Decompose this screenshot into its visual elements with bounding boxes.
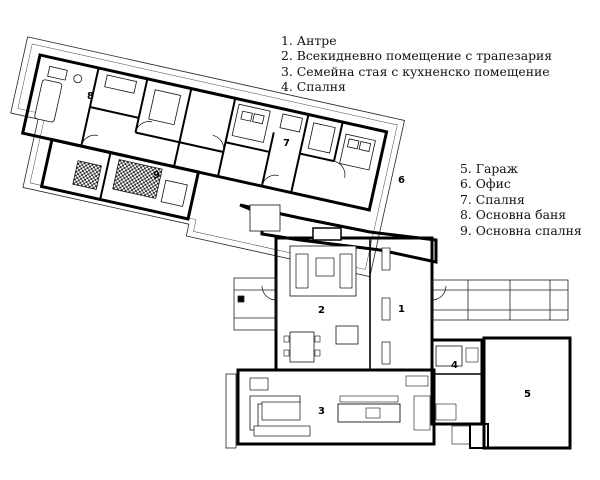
room-number-4: 4 xyxy=(451,360,458,371)
room-number-8: 8 xyxy=(87,91,94,102)
pergola-right xyxy=(431,279,569,321)
legend-right: 5. Гараж 6. Офис 7. Спалня 8. Основна ба… xyxy=(460,161,582,238)
family-wall xyxy=(236,368,436,446)
legend-top: 1. Антре 2. Всекидневно помещение с трап… xyxy=(281,33,552,95)
legend-item-4: 4. Спалня xyxy=(281,79,346,95)
living-block xyxy=(261,227,447,372)
legend-item-3: 3. Семейна стая с кухненско помещение xyxy=(281,63,550,79)
bedroom4-block xyxy=(430,338,489,449)
legend-item-5: 5. Гараж xyxy=(460,161,519,176)
legend-item-1: 1. Антре xyxy=(281,33,337,48)
master-wing-wall xyxy=(39,137,201,221)
link-corridor xyxy=(239,203,438,264)
room-number-9: 9 xyxy=(153,170,160,181)
garage xyxy=(482,336,572,450)
door-swings xyxy=(80,121,346,187)
room-number-5: 5 xyxy=(524,389,531,400)
legend-item-8: 8. Основна баня xyxy=(460,207,567,223)
legend-item-2: 2. Всекидневно помещение с трапезария xyxy=(281,48,553,64)
family-block xyxy=(225,368,436,449)
room-number-1: 1 xyxy=(398,304,405,315)
fixtures xyxy=(34,65,376,207)
north-wing xyxy=(10,36,405,278)
interior-walls xyxy=(80,67,344,200)
room-number-6: 6 xyxy=(398,175,405,186)
terrace-outline xyxy=(10,36,405,278)
room-number-3: 3 xyxy=(318,406,325,417)
pergola-left xyxy=(233,277,277,331)
room-number-2: 2 xyxy=(318,305,325,316)
legend-item-7: 7. Спалня xyxy=(460,191,525,207)
legend-item-9: 9. Основна спалня xyxy=(460,222,582,238)
legend-item-6: 6. Офис xyxy=(460,176,511,192)
room-labels: 1 2 3 4 5 6 7 8 9 xyxy=(87,91,531,417)
room-number-7: 7 xyxy=(283,138,290,149)
